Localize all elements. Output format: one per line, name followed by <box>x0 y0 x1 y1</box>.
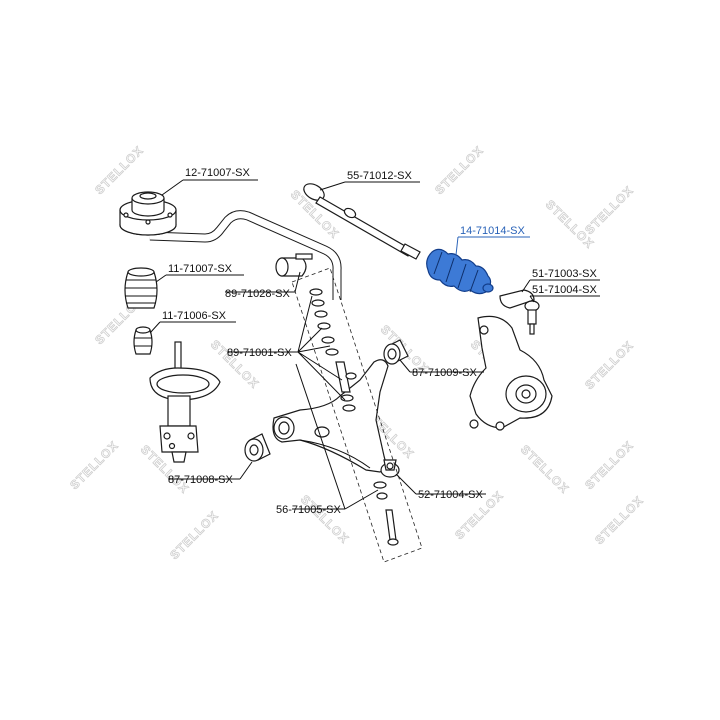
label-arm-bushing-rear: 87-71009-SX <box>412 367 477 379</box>
watermark-text: STELLOX <box>92 143 146 197</box>
watermark-text: STELLOX <box>167 508 221 562</box>
label-control-arm: 56-71005-SX <box>276 504 341 516</box>
strut-assembly <box>149 341 221 463</box>
label-stab-link-kit: 89-71001-SX <box>227 347 292 359</box>
label-tie-rod: 55-71012-SX <box>347 170 412 182</box>
bump-stop-lower <box>133 326 153 355</box>
label-top-mount: 12-71007-SX <box>185 167 250 179</box>
steering-boot <box>426 248 494 295</box>
watermark-text: STELLOX <box>592 493 646 547</box>
bump-stop-upper <box>124 267 158 309</box>
label-tie-rod-end-right: 51-71003-SX <box>532 268 597 280</box>
watermark-text: STELLOX <box>582 438 636 492</box>
part-labels: 12-71007-SX 11-71007-SX 11-71006-SX 89-7… <box>162 167 597 516</box>
label-arm-bushing-front: 87-71008-SX <box>168 474 233 486</box>
label-stab-link-bushing: 89-71028-SX <box>225 288 290 300</box>
leader-lines <box>149 179 600 510</box>
stabilizer-bar <box>149 210 342 300</box>
watermark-text: STELLOX <box>582 338 636 392</box>
stab-link-bushing <box>275 253 313 277</box>
stab-link-kit <box>309 288 399 546</box>
label-ball-joint: 52-71004-SX <box>418 489 483 501</box>
ball-joint <box>380 459 400 478</box>
label-steering-boot: 14-71014-SX <box>460 225 525 237</box>
watermark-text: STELLOX <box>432 143 486 197</box>
control-arm <box>272 359 389 473</box>
tie-rod-end <box>499 289 540 335</box>
top-mount <box>119 191 177 236</box>
steering-knuckle <box>469 315 553 431</box>
watermark-text: STELLOX <box>67 438 121 492</box>
arm-bushing-rear <box>383 339 409 365</box>
watermark-text: STELLOX <box>298 492 352 546</box>
label-bump-stop-upper: 11-71007-SX <box>168 263 233 275</box>
label-bump-stop-lower: 11-71006-SX <box>162 310 227 322</box>
label-tie-rod-end-left: 51-71004-SX <box>532 284 597 296</box>
watermark-text: STELLOX <box>518 442 572 496</box>
watermark-text: STELLOX <box>582 183 636 237</box>
arm-bushing-front <box>244 433 271 462</box>
tie-rod <box>303 183 421 260</box>
